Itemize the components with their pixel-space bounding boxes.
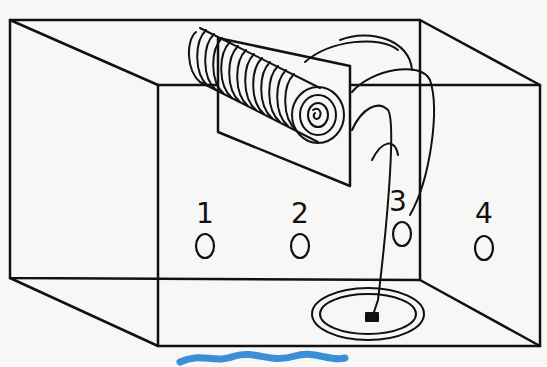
callout-number: 2 bbox=[291, 200, 309, 228]
callout-number: 4 bbox=[475, 200, 493, 228]
callout-number: 3 bbox=[389, 188, 407, 216]
callout-number: 1 bbox=[196, 200, 214, 228]
box-edges bbox=[10, 20, 540, 346]
coil bbox=[189, 28, 344, 143]
mounting-plate bbox=[218, 38, 350, 186]
blue-mark bbox=[180, 354, 345, 362]
holes bbox=[196, 222, 493, 260]
dish bbox=[312, 288, 424, 340]
wires bbox=[305, 35, 434, 318]
box-back bbox=[10, 20, 420, 280]
